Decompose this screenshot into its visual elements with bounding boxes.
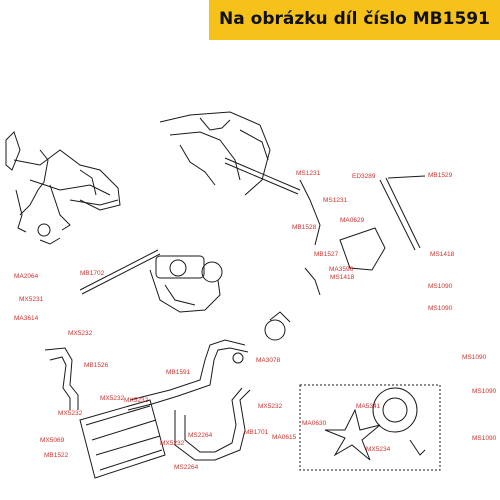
part-label[interactable]: ED3289 — [352, 173, 376, 180]
part-label[interactable]: MA3596 — [329, 266, 354, 273]
part-label[interactable]: MB1529 — [428, 172, 453, 179]
part-label[interactable]: MS1418 — [330, 274, 355, 281]
thermostat — [232, 311, 291, 364]
part-label[interactable]: MB1527 — [314, 251, 339, 258]
header-banner: Na obrázku díl číslo MB1591 — [209, 0, 500, 40]
page-title: Na obrázku díl číslo MB1591 — [219, 9, 490, 29]
part-label[interactable]: MB1702 — [80, 270, 105, 277]
part-label[interactable]: MS1090 — [472, 388, 497, 395]
engine-drawing — [159, 111, 301, 196]
part-label[interactable]: MX5069 — [40, 437, 65, 444]
part-label[interactable]: MA0630 — [302, 420, 327, 427]
part-label[interactable]: MS1090 — [472, 435, 497, 442]
hose-center — [127, 339, 249, 411]
part-label[interactable]: MX5232 — [100, 395, 125, 402]
part-label[interactable]: MA0629 — [340, 217, 365, 224]
part-label[interactable]: MA5341 — [356, 403, 381, 410]
part-label[interactable]: MS2264 — [174, 464, 199, 471]
frame-drawing — [5, 131, 121, 245]
part-label[interactable]: MX5232 — [58, 410, 83, 417]
part-label[interactable]: MB1701 — [244, 429, 269, 436]
hose-rod — [79, 249, 159, 291]
fan-assembly — [299, 384, 441, 471]
hose-left — [44, 347, 79, 410]
throttle-body — [149, 255, 223, 313]
radiator — [79, 399, 166, 479]
part-label[interactable]: MS1231 — [296, 170, 321, 177]
part-label[interactable]: MB1591 — [166, 369, 191, 376]
part-label[interactable]: MX5232 — [124, 397, 149, 404]
bracket — [299, 175, 426, 296]
part-label[interactable]: MS1090 — [462, 354, 487, 361]
part-label[interactable]: MB1528 — [292, 224, 317, 231]
part-label[interactable]: MS1231 — [323, 197, 348, 204]
hose-lower — [174, 387, 251, 461]
part-label[interactable]: MX5234 — [366, 446, 391, 453]
part-label[interactable]: MX5231 — [19, 296, 44, 303]
part-label[interactable]: MB1522 — [44, 452, 69, 459]
part-label[interactable]: MA3078 — [256, 357, 281, 364]
part-label[interactable]: MX5232 — [68, 330, 93, 337]
part-label[interactable]: MS1418 — [430, 251, 455, 258]
part-label[interactable]: MB1526 — [84, 362, 109, 369]
part-label[interactable]: MA0615 — [272, 434, 297, 441]
part-label[interactable]: MX5232 — [258, 403, 283, 410]
part-label[interactable]: MA3614 — [14, 315, 39, 322]
part-label[interactable]: MS2264 — [188, 432, 213, 439]
part-label[interactable]: MX5232 — [160, 440, 185, 447]
part-label[interactable]: MA2064 — [14, 273, 39, 280]
part-label[interactable]: MS1090 — [428, 305, 453, 312]
part-label[interactable]: MS1090 — [428, 283, 453, 290]
